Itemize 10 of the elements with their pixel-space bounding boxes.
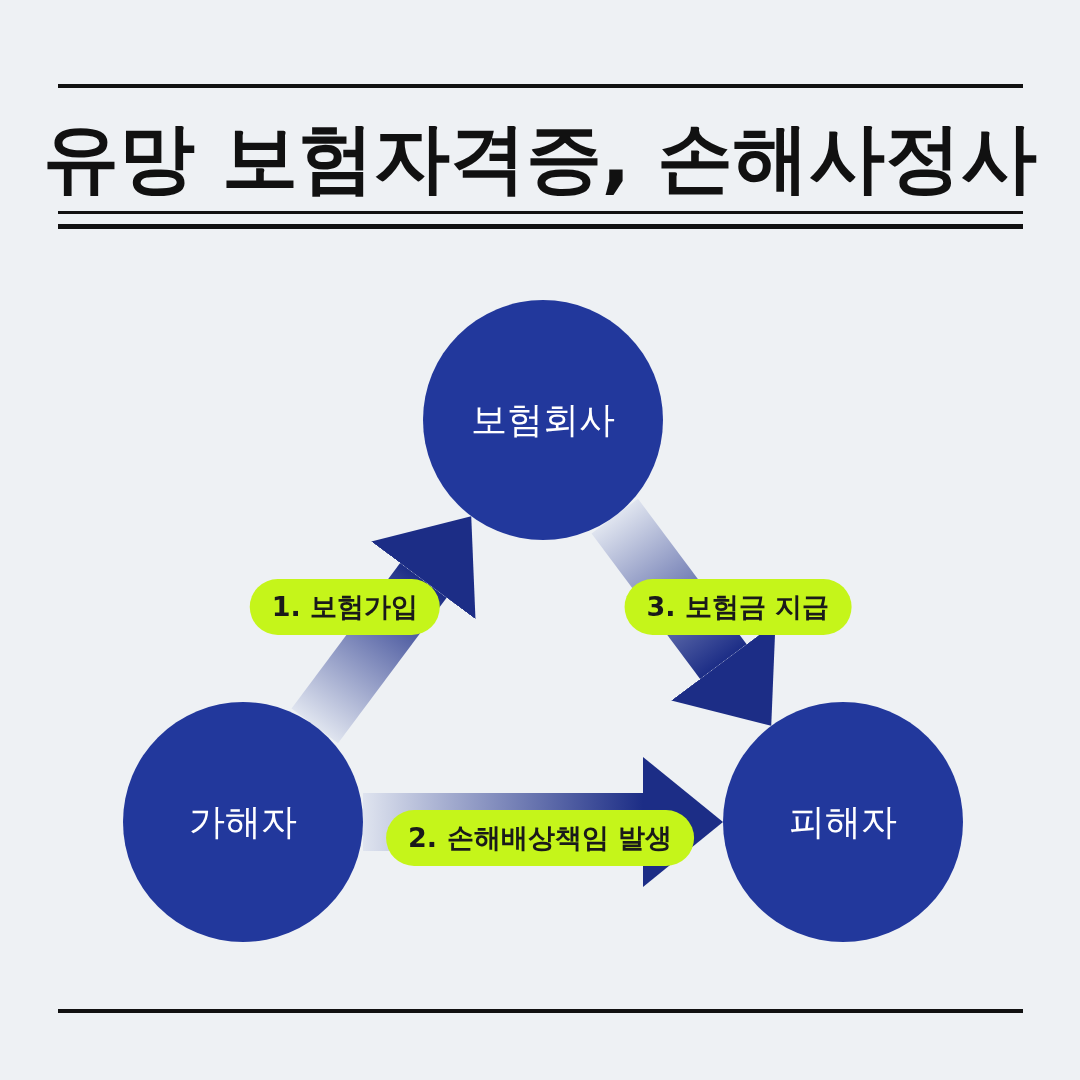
arrow: [291, 516, 476, 744]
title: 유망 보험자격증, 손해사정사: [42, 112, 1038, 204]
edge-label: 3. 보험금 지급: [624, 579, 852, 635]
arrow: [363, 757, 723, 887]
edge-label: 2. 손해배상책임 발생: [386, 810, 694, 866]
node-label: 가해자: [189, 799, 297, 844]
node-label: 피해자: [789, 799, 897, 844]
node-label: 보험회사: [471, 397, 615, 442]
arrow: [591, 498, 776, 726]
edge-label: 1. 보험가입: [249, 579, 441, 635]
